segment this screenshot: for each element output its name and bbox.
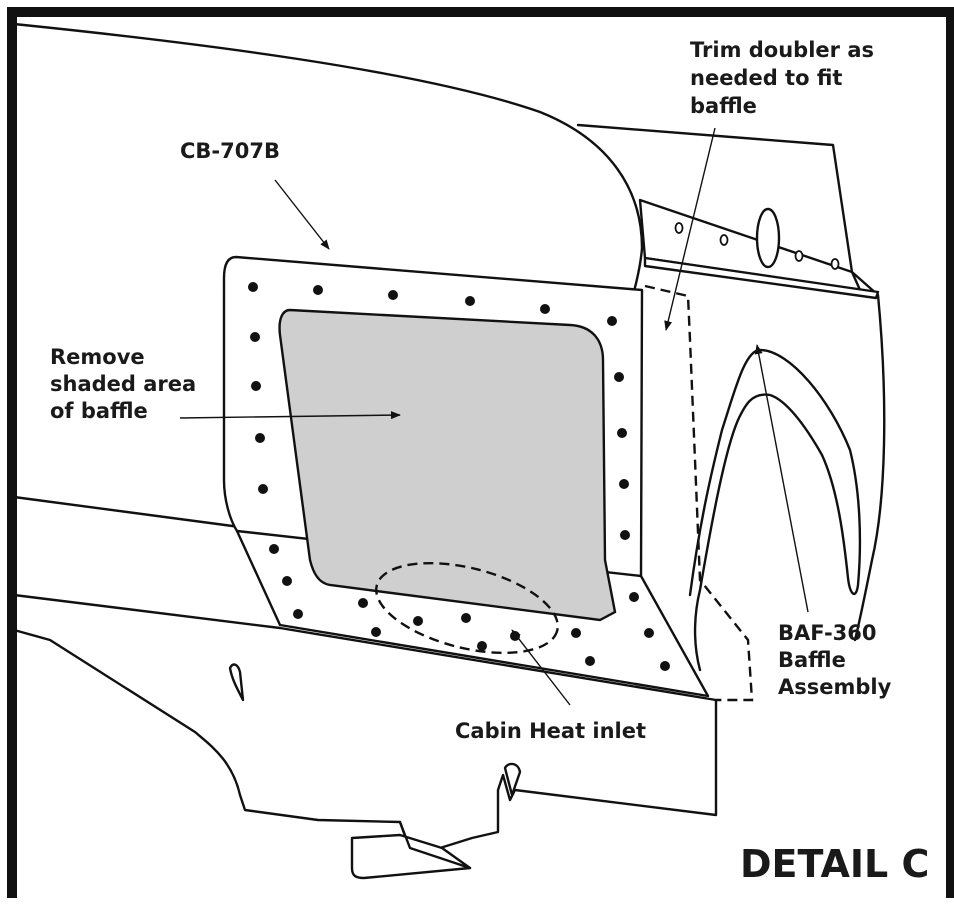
label-detail-c: DETAIL C	[740, 842, 929, 886]
label-trim-doubler: Trim doubler as needed to fit baffle	[690, 38, 881, 118]
angle-holes	[674, 222, 840, 270]
shaded-cutout-area	[278, 308, 617, 622]
cabin-heat-inlet-outline	[375, 561, 559, 655]
angle-flange	[643, 256, 880, 300]
arrow-cb707b	[274, 179, 330, 250]
cowl-outline	[12, 22, 644, 622]
bottom-flange-inner	[398, 820, 472, 870]
lower-tab-left	[228, 663, 245, 702]
label-baf360: BAF-360 Baffle Assembly	[778, 621, 892, 699]
rivet-holes	[248, 282, 670, 671]
label-remove-shaded: Remove shaded area of baffle	[50, 345, 204, 423]
arrow-remove-shaded	[179, 411, 401, 420]
angle-slot	[755, 207, 781, 269]
lower-tab-right	[503, 762, 522, 797]
label-cabin-heat-inlet: Cabin Heat inlet	[455, 719, 646, 743]
upper-right-panel	[576, 123, 886, 642]
bottom-flange	[350, 833, 472, 880]
baffle-wavy-outline	[688, 348, 862, 672]
arrow-trim-doubler	[664, 127, 716, 331]
label-cb707b: CB-707B	[180, 139, 280, 163]
lower-panel-outline	[12, 593, 718, 852]
frame-border	[7, 7, 954, 898]
trim-dashed-outline	[644, 284, 754, 702]
arrow-cabin-heat	[511, 629, 571, 706]
arrow-baf360	[754, 344, 809, 613]
